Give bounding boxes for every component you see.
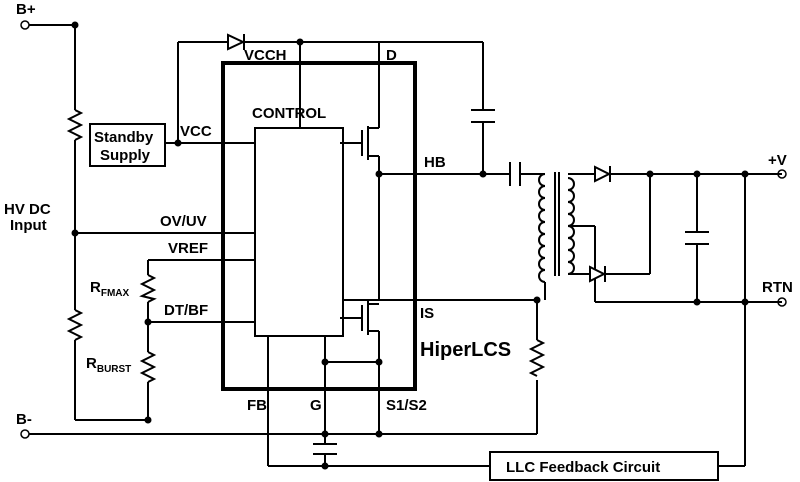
vcch-diode (227, 33, 246, 51)
pin-g-label: G (310, 397, 322, 414)
standby-supply-box (89, 123, 166, 167)
rfmax-resistor (139, 274, 157, 303)
b-minus-label: B- (16, 411, 32, 428)
output-diode-top (594, 165, 612, 183)
control-label: CONTROL (252, 105, 326, 122)
is-line (343, 299, 538, 434)
supply-label: Supply (100, 147, 151, 164)
hv-dc-label: HV DC (4, 201, 51, 218)
pin-d-label: D (386, 47, 397, 64)
b-plus-terminal (20, 20, 30, 30)
ic-name-label: HiperLCS (420, 339, 511, 361)
pin-vcch-label: VCCH (244, 47, 287, 64)
pin-vcc-label: VCC (180, 123, 212, 140)
pin-s1-s2-label: S1/S2 (386, 397, 427, 414)
controller-block (254, 127, 344, 337)
input-label: Input (10, 217, 47, 234)
junction-dots (71, 21, 749, 470)
ground-wiring (313, 336, 379, 466)
current-sense-resistor (528, 339, 546, 377)
high-side-mosfet (340, 120, 380, 300)
pin-vref-label: VREF (168, 240, 208, 257)
b-plus-label: B+ (16, 1, 36, 18)
v-plus-label: +V (768, 152, 787, 169)
resonant-cap-top (471, 109, 495, 123)
rtn-label: RTN (762, 279, 793, 296)
pin-ov-uv-label: OV/UV (160, 213, 207, 230)
llc-feedback-box (489, 451, 719, 481)
b-plus-rail (25, 24, 255, 421)
output-diode-bottom (589, 265, 607, 283)
rburst-resistor (139, 351, 157, 383)
pin-fb-label: FB (247, 397, 267, 414)
secondary-output (568, 173, 782, 303)
transformer (538, 172, 575, 300)
standby-label: Standby (94, 129, 154, 146)
b-minus-terminal (20, 429, 30, 439)
llc-feedback-label: LLC Feedback Circuit (506, 459, 660, 476)
divider-resistor-bottom (66, 309, 84, 341)
divider-resistor-top (66, 109, 84, 141)
vref-network (147, 259, 255, 420)
low-side-mosfet (340, 301, 380, 434)
drain-rail (300, 41, 484, 174)
series-cap (509, 162, 545, 186)
feedback-wiring (267, 174, 746, 467)
pin-dt-bf-label: DT/BF (164, 302, 208, 319)
rfmax-label: RFMAX (90, 279, 130, 299)
rburst-label: RBURST (86, 355, 131, 375)
ic-package (221, 61, 417, 391)
vcch-path (177, 41, 300, 143)
pin-hb-label: HB (424, 154, 446, 171)
pin-is-label: IS (420, 305, 434, 322)
